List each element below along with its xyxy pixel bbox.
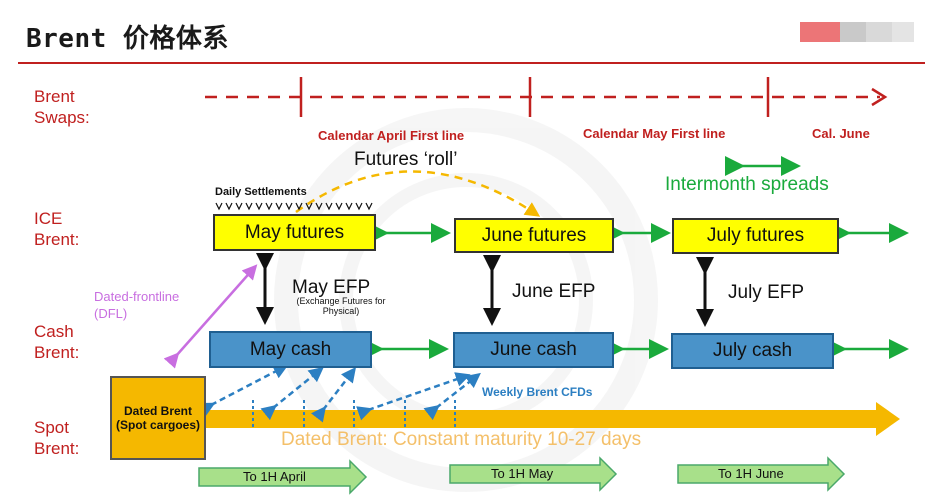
cash-box-may: May cash xyxy=(209,331,372,368)
row-label-cash: Cash Brent: xyxy=(34,322,80,362)
swaps-timeline xyxy=(205,77,888,117)
efp-note: (Exchange Futures for Physical) xyxy=(296,296,386,316)
dated-constant-label: Dated Brent: Constant maturity 10-27 day… xyxy=(281,429,642,450)
row-label-swaps: Brent Swaps: xyxy=(34,87,90,127)
swap-label-april: Calendar April First line xyxy=(318,128,465,143)
cash-box-july: July cash xyxy=(671,333,834,369)
futures-roll-label: Futures ‘roll’ xyxy=(354,149,458,170)
row-label-ice: ICE Brent: xyxy=(34,209,80,249)
to-1h-june-label: To 1H June xyxy=(718,466,784,481)
efp-arrows xyxy=(256,253,714,327)
futures-roll-arrow xyxy=(295,170,541,217)
swap-label-june: Cal. June xyxy=(812,126,870,141)
title-divider xyxy=(18,62,925,64)
to-1h-arrows xyxy=(198,456,846,495)
daily-settlement-ticks xyxy=(215,202,373,211)
row-label-spot: Spot Brent: xyxy=(34,418,80,458)
efp-label-june: June EFP xyxy=(512,281,596,302)
daily-settlements-label: Daily Settlements xyxy=(215,186,307,198)
efp-label-july: July EFP xyxy=(728,282,805,303)
efp-label-may: May EFP xyxy=(292,277,371,298)
futures-box-july: July futures xyxy=(672,218,839,254)
weekly-cfd-arrows xyxy=(198,364,481,423)
dated-brent-box: Dated Brent (Spot cargoes) xyxy=(110,376,206,460)
weekly-cfds-label: Weekly Brent CFDs xyxy=(482,385,593,399)
futures-box-may: May futures xyxy=(213,214,376,251)
logo xyxy=(800,22,914,42)
cash-box-june: June cash xyxy=(453,332,614,368)
to-1h-april-label: To 1H April xyxy=(243,469,306,484)
to-1h-may-label: To 1H May xyxy=(491,466,554,481)
futures-box-june: June futures xyxy=(454,218,614,253)
dfl-label: Dated-frontline (DFL) xyxy=(94,289,180,321)
swap-label-may: Calendar May First line xyxy=(583,126,726,141)
intermonth-spreads-label: Intermonth spreads xyxy=(665,174,829,195)
dfl-arrow xyxy=(163,264,258,369)
page-title: Brent 价格体系 xyxy=(26,24,229,54)
